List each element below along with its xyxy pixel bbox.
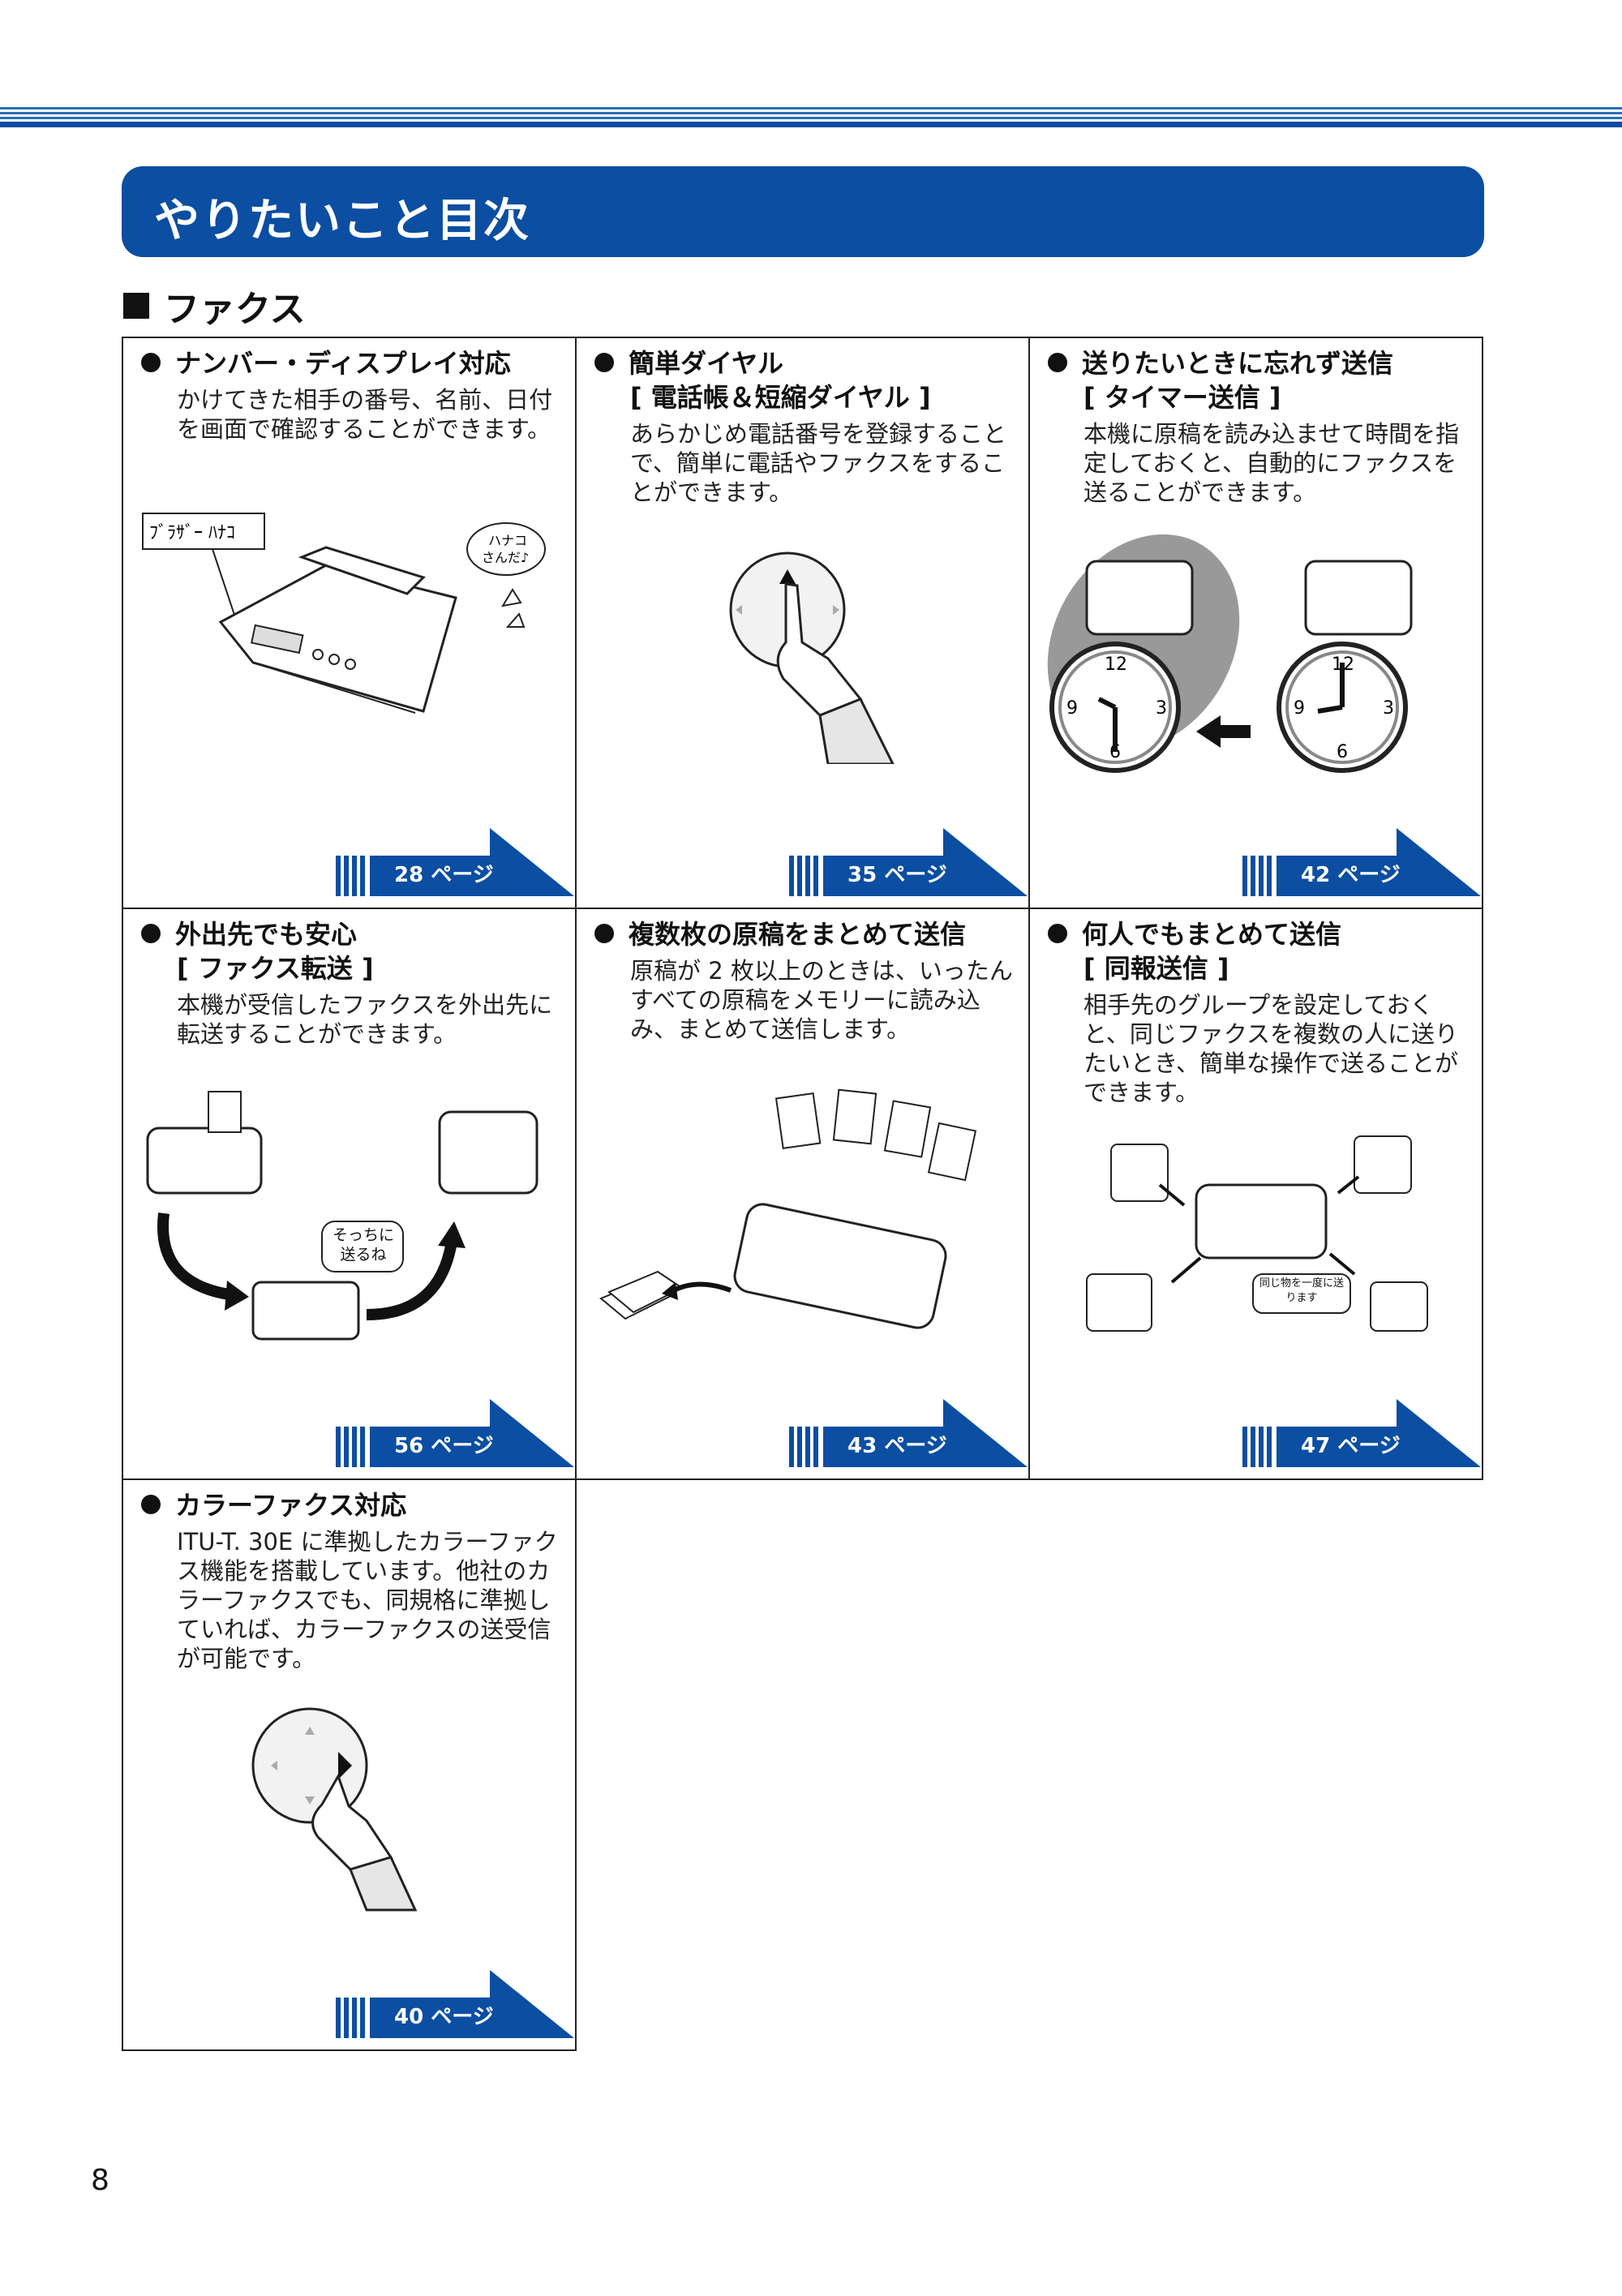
page-reference-tab[interactable]: 42 ページ — [1242, 828, 1481, 899]
page-reference: 40 ページ — [394, 2005, 494, 2029]
card-description: 本機が受信したファクスを外出先に転送することができます。 — [177, 991, 553, 1048]
bullet-icon — [594, 353, 614, 372]
card-heading: カラーファクス対応 — [141, 1488, 567, 1522]
page-title: やりたいこと目次 — [154, 195, 530, 247]
card-description: かけてきた相手の番号、名前、日付を画面で確認することができます。 — [177, 386, 553, 443]
card-title: 簡単ダイヤル — [629, 348, 784, 379]
card-title: ナンバー・ディスプレイ対応 — [175, 348, 511, 379]
card-heading: ナンバー・ディスプレイ対応 — [141, 346, 567, 380]
dial-button-illustration — [729, 551, 895, 764]
feature-grid: ナンバー・ディスプレイ対応 かけてきた相手の番号、名前、日付を画面で確認すること… — [122, 337, 1484, 2051]
card-description: あらかじめ電話番号を登録することで、簡単に電話やファクスをすることができます。 — [630, 420, 1007, 506]
bullet-icon — [141, 353, 161, 372]
page-reference: 47 ページ — [1301, 1434, 1401, 1458]
card-heading: 簡単ダイヤル [ 電話帳＆短縮ダイヤル ] — [594, 346, 1020, 414]
page-reference-tab[interactable]: 40 ページ — [336, 1970, 574, 2041]
card-description: ITU-T. 30E に準拠したカラーファクス機能を搭載しています。他社のカラー… — [177, 1528, 558, 1672]
broadcast-illustration: 同じ物を一度に送ります — [1086, 1135, 1428, 1332]
feature-card-broadcast: 何人でもまとめて送信 [ 同報送信 ] 相手先のグループを設定しておくと、同じフ… — [1028, 908, 1483, 1480]
svg-text:6: 6 — [1109, 742, 1121, 762]
card-title: 何人でもまとめて送信 — [1082, 919, 1342, 950]
bullet-icon — [594, 924, 614, 943]
svg-text:9: 9 — [1066, 698, 1078, 719]
page-reference-tab[interactable]: 43 ページ — [789, 1399, 1028, 1470]
page-reference: 43 ページ — [847, 1434, 947, 1458]
page-reference-tab[interactable]: 35 ページ — [789, 828, 1028, 899]
page-reference-tab[interactable]: 47 ページ — [1242, 1399, 1481, 1470]
card-subtitle: [ 電話帳＆短縮ダイヤル ] — [630, 382, 931, 413]
card-title: 送りたいときに忘れず送信 — [1082, 348, 1394, 379]
svg-text:ハナコ: ハナコ — [488, 533, 527, 548]
page-reference-tab[interactable]: 28 ページ — [336, 828, 574, 899]
page-reference: 35 ページ — [847, 863, 947, 887]
card-description: 相手先のグループを設定しておくと、同じファクスを複数の人に送りたいとき、簡単な操… — [1083, 991, 1458, 1106]
title-banner: やりたいこと目次 — [122, 166, 1484, 257]
display-text: ﾌﾞﾗｻﾞｰ ﾊﾅｺ — [149, 523, 235, 543]
page-reference: 42 ページ — [1301, 863, 1401, 887]
card-subtitle: [ ファクス転送 ] — [177, 953, 374, 984]
svg-text:さんだ♪: さんだ♪ — [482, 550, 529, 565]
header-stripes — [0, 107, 1622, 131]
feature-card-number-display: ナンバー・ディスプレイ対応 かけてきた相手の番号、名前、日付を画面で確認すること… — [122, 337, 577, 909]
card-description: 原稿が 2 枚以上のときは、いったんすべての原稿をメモリーに読み込み、まとめて送… — [630, 957, 1013, 1043]
bullet-icon — [1048, 353, 1067, 372]
page-number: 8 — [91, 2164, 109, 2197]
feature-card-speed-dial: 簡単ダイヤル [ 電話帳＆短縮ダイヤル ] あらかじめ電話番号を登録することで、… — [575, 337, 1030, 909]
fax-display-illustration: ﾌﾞﾗｻﾞｰ ﾊﾅｺ ハナコ さんだ♪ — [142, 513, 546, 714]
svg-text:3: 3 — [1383, 698, 1394, 719]
section-heading: ファクス — [123, 280, 306, 332]
svg-text:6: 6 — [1337, 742, 1348, 762]
page-reference: 56 ページ — [394, 1434, 494, 1458]
svg-text:12: 12 — [1105, 654, 1127, 675]
svg-text:3: 3 — [1156, 698, 1167, 719]
card-title: 複数枚の原稿をまとめて送信 — [629, 919, 967, 950]
card-heading: 外出先でも安心 [ ファクス転送 ] — [141, 917, 567, 985]
color-fax-button-illustration — [251, 1707, 418, 1912]
feature-card-timer-send: 送りたいときに忘れず送信 [ タイマー送信 ] 本機に原稿を読み込ませて時間を指… — [1028, 337, 1483, 909]
page-reference: 28 ページ — [394, 863, 494, 887]
card-subtitle: [ 同報送信 ] — [1083, 953, 1229, 984]
card-heading: 何人でもまとめて送信 [ 同報送信 ] — [1048, 917, 1474, 985]
feature-card-color-fax: カラーファクス対応 ITU-T. 30E に準拠したカラーファクス機能を搭載して… — [122, 1478, 577, 2051]
card-heading: 複数枚の原稿をまとめて送信 — [594, 917, 1020, 951]
section-title: ファクス — [164, 289, 306, 330]
batch-send-illustration — [599, 1088, 977, 1329]
bullet-icon — [141, 924, 161, 943]
card-description: 本機に原稿を読み込ませて時間を指定しておくと、自動的にファクスを送ることができま… — [1083, 420, 1460, 506]
bullet-icon — [141, 1495, 161, 1514]
svg-text:9: 9 — [1294, 698, 1305, 719]
bullet-icon — [1048, 924, 1067, 943]
feature-card-batch-send: 複数枚の原稿をまとめて送信 原稿が 2 枚以上のときは、いったんすべての原稿をメ… — [575, 908, 1030, 1480]
card-heading: 送りたいときに忘れず送信 [ タイマー送信 ] — [1048, 346, 1474, 414]
feature-card-fax-forward: 外出先でも安心 [ ファクス転送 ] 本機が受信したファクスを外出先に転送するこ… — [122, 908, 577, 1480]
card-title: 外出先でも安心 — [175, 919, 358, 950]
square-bullet-icon — [123, 293, 149, 319]
forward-illustration: そっちに送るね — [146, 1091, 539, 1341]
timer-illustration: 12 3 6 9 12 3 6 9 — [1047, 534, 1413, 773]
card-title: カラーファクス対応 — [175, 1490, 407, 1521]
card-subtitle: [ タイマー送信 ] — [1083, 382, 1281, 413]
page-reference-tab[interactable]: 56 ページ — [336, 1399, 574, 1470]
